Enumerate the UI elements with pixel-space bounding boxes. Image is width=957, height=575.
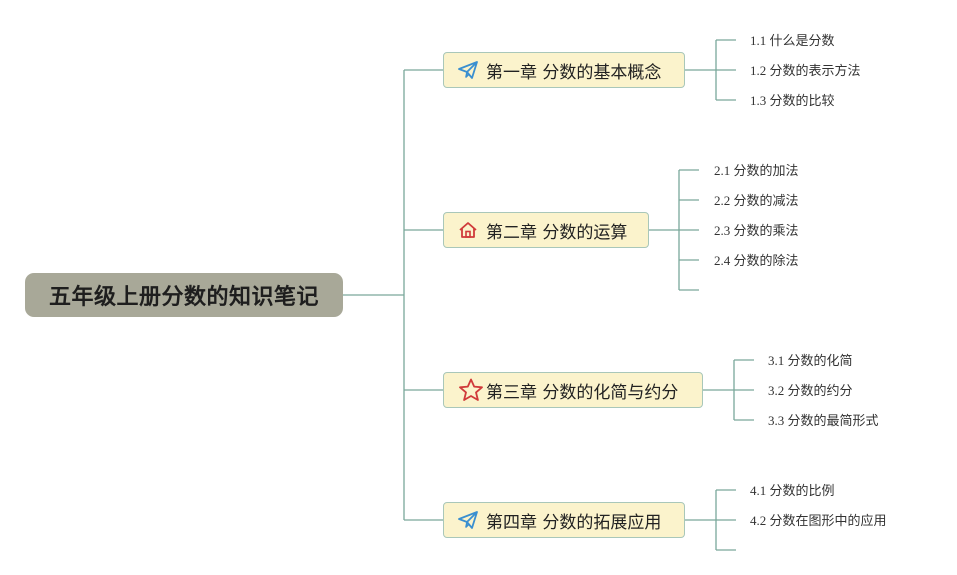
chapter-2-node[interactable]: 第二章 分数的运算 [443,212,649,248]
chapter-2-title: 第二章 分数的运算 [486,222,628,243]
chapter-1-node[interactable]: 第一章 分数的基本概念 [443,52,685,88]
topic-4-1[interactable]: 4.1 分数的比例 [750,483,835,498]
topic-2-2[interactable]: 2.2 分数的减法 [714,193,799,208]
topic-3-3[interactable]: 3.3 分数的最简形式 [768,413,879,428]
chapter-3-node[interactable]: 第三章 分数的化简与约分 [443,372,703,408]
topic-2-3[interactable]: 2.3 分数的乘法 [714,223,799,238]
star-icon [458,378,484,401]
topic-3-2[interactable]: 3.2 分数的约分 [768,383,853,398]
paper-plane-icon [458,509,484,531]
topic-2-4[interactable]: 2.4 分数的除法 [714,253,799,268]
topic-2-1[interactable]: 2.1 分数的加法 [714,163,799,178]
paper-plane-icon [458,59,484,81]
chapter-4-node[interactable]: 第四章 分数的拓展应用 [443,502,685,538]
chapter-1-title: 第一章 分数的基本概念 [486,62,662,83]
topic-3-1[interactable]: 3.1 分数的化简 [768,353,853,368]
topic-4-2[interactable]: 4.2 分数在图形中的应用 [750,513,887,528]
house-icon [458,219,484,241]
chapter-3-title: 第三章 分数的化简与约分 [486,382,679,403]
topic-1-3[interactable]: 1.3 分数的比较 [750,93,835,108]
topic-1-2[interactable]: 1.2 分数的表示方法 [750,63,861,78]
chapter-4-title: 第四章 分数的拓展应用 [486,512,662,533]
topic-1-1[interactable]: 1.1 什么是分数 [750,33,835,48]
root-topic[interactable]: 五年级上册分数的知识笔记 [25,273,343,317]
root-title: 五年级上册分数的知识笔记 [48,285,319,310]
